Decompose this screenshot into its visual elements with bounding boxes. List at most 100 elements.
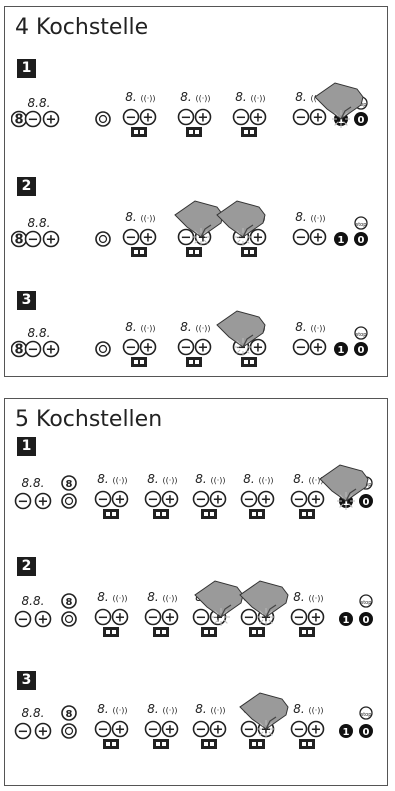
minus-button-icon xyxy=(14,492,32,510)
pointing-hand-icon xyxy=(194,580,244,626)
press-sparkle-icon xyxy=(236,349,241,354)
seven-segment-display-icon xyxy=(162,512,166,516)
minus-button-icon xyxy=(14,610,32,628)
seven-segment-display-icon xyxy=(210,630,214,634)
plus-button-icon xyxy=(34,610,52,628)
minus-button-icon xyxy=(232,108,250,126)
seven-segment-display-icon: 8. xyxy=(295,320,306,334)
press-sparkle-icon xyxy=(268,731,273,736)
seven-segment-display-icon xyxy=(195,250,199,254)
press-sparkle-icon xyxy=(223,619,228,624)
plus-button-icon xyxy=(111,720,129,738)
seven-segment-display-icon xyxy=(189,130,193,134)
seven-segment-display-icon xyxy=(112,742,116,746)
press-sparkle-icon xyxy=(203,230,208,235)
plus-button-icon-label: + xyxy=(253,341,264,356)
stop-button-icon: stop xyxy=(361,600,372,606)
seven-segment-display-icon: 8. xyxy=(235,90,246,104)
heat-indicator-icon: ((·)) xyxy=(310,214,325,223)
press-sparkle-icon xyxy=(223,610,228,615)
pointing-hand-icon xyxy=(194,580,244,618)
minus-button-icon-label: − xyxy=(244,611,255,626)
minus-button-icon xyxy=(122,228,140,246)
seven-segment-display-icon xyxy=(244,130,248,134)
press-sparkle-icon xyxy=(334,112,339,117)
plus-button-icon xyxy=(34,722,52,740)
seven-segment-display-icon xyxy=(210,512,214,516)
panel-4-kochstelle: 4 Kochstelle 1 8.8.8−+8.((·))−+8.((·))−+… xyxy=(4,6,388,377)
plus-button-icon xyxy=(139,228,157,246)
seven-segment-display-icon xyxy=(252,742,256,746)
seven-segment-display-icon xyxy=(302,512,306,516)
minus-button-icon xyxy=(122,338,140,356)
seven-segment-display-icon xyxy=(140,250,144,254)
press-sparkle-icon xyxy=(334,121,339,126)
minus-button-icon xyxy=(240,608,258,626)
minus-button-icon-label: − xyxy=(294,723,305,738)
minus-button-icon xyxy=(122,108,140,126)
plus-button-icon-label: + xyxy=(253,111,264,126)
plus-button-icon xyxy=(307,608,325,626)
plus-button-icon xyxy=(139,108,157,126)
pointing-hand-icon xyxy=(239,692,289,730)
plus-button-icon xyxy=(194,338,212,356)
cooking-zone-icon xyxy=(98,234,108,244)
seven-segment-display-icon xyxy=(131,247,147,257)
pointing-hand-icon xyxy=(242,224,254,238)
minus-button-icon-label: − xyxy=(18,613,29,628)
control-panel-illustration: 8.8.−+88.((·))−+8.((·))−+8.((·))−+8.((·)… xyxy=(14,692,373,749)
pointing-hand-icon xyxy=(319,464,369,502)
seven-segment-display-icon xyxy=(249,509,265,519)
press-sparkle-icon xyxy=(268,619,273,624)
minus-button-icon-label: − xyxy=(126,341,137,356)
plus-button-icon-label: + xyxy=(143,341,154,356)
minus-button-icon-label: − xyxy=(28,233,39,248)
press-sparkle-icon xyxy=(259,610,264,615)
plus-button-icon-label: + xyxy=(115,493,126,508)
step-badge: 2 xyxy=(17,177,36,196)
cooking-zone-icon xyxy=(64,496,74,506)
heat-indicator-icon: ((·)) xyxy=(162,594,177,603)
pointing-hand-icon xyxy=(242,334,254,348)
press-sparkle-icon xyxy=(245,349,250,354)
seven-segment-display-icon: 8.8. xyxy=(22,476,45,490)
stop-button-icon xyxy=(354,326,368,340)
power-button-icon: 1 xyxy=(338,235,345,246)
seven-segment-display-icon xyxy=(201,509,217,519)
plus-button-icon-label: + xyxy=(143,231,154,246)
minus-button-icon-label: − xyxy=(98,611,109,626)
seven-segment-display-icon xyxy=(195,130,199,134)
plus-button-icon xyxy=(42,230,60,248)
minus-button-icon xyxy=(24,340,42,358)
plus-button-icon xyxy=(111,608,129,626)
plus-button-icon xyxy=(42,110,60,128)
heat-indicator-icon: ((·)) xyxy=(308,706,323,715)
plus-button-icon xyxy=(307,720,325,738)
panel-title: 5 Kochstellen xyxy=(15,407,163,432)
seven-segment-display-icon xyxy=(308,630,312,634)
press-sparkle-icon xyxy=(259,731,264,736)
power-button-icon xyxy=(334,232,348,246)
control-row: 8.8.−+88.((·))−+8.((·))−+8.((·))−+8.((·)… xyxy=(14,580,373,637)
minus-button-icon-label: − xyxy=(296,111,307,126)
control-row: 8.8.8−+8.((·))−+8.((·))−+8.((·))−+8.((·)… xyxy=(11,310,368,367)
plus-button-icon-label: + xyxy=(165,611,176,626)
plus-button-icon-label: + xyxy=(313,231,324,246)
plus-button-icon xyxy=(161,608,179,626)
press-sparkle-icon xyxy=(343,121,348,126)
stop-button-icon xyxy=(359,594,373,608)
pointing-hand-icon xyxy=(314,82,364,128)
minus-button-icon xyxy=(290,490,308,508)
plus-button-icon-label: + xyxy=(311,723,322,738)
plus-button-icon-label: + xyxy=(213,723,224,738)
plus-button-icon xyxy=(139,338,157,356)
seven-segment-display-icon xyxy=(241,247,257,257)
seven-segment-display-icon xyxy=(204,512,208,516)
seven-segment-display-icon: 8. xyxy=(125,210,136,224)
control-panel-illustration: 8.8.8−+8.((·))−+8.((·))−+8.((·))−+8.((·)… xyxy=(11,310,368,367)
timer-icon-label: 8 xyxy=(14,233,23,248)
stop-button-icon: stop xyxy=(356,222,367,228)
press-sparkle-icon xyxy=(236,230,241,235)
press-sparkle-icon xyxy=(348,494,353,499)
